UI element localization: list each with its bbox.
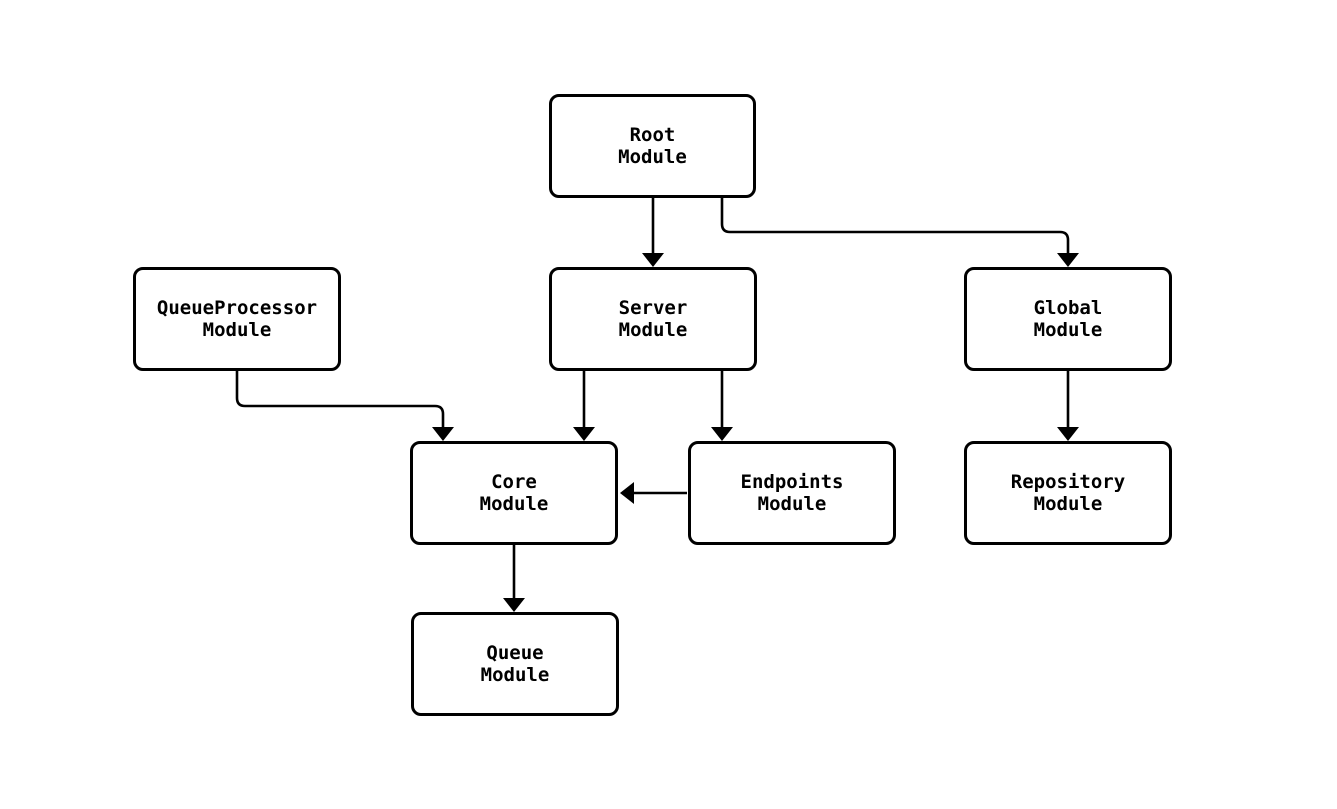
node-label-line2: Module [757,493,827,515]
node-queue-module: Queue Module [411,612,619,716]
node-label-line2: Module [618,319,688,341]
node-label-line2: Module [618,146,687,168]
node-label-line1: Queue [486,642,544,664]
edge-global-to-repository [1057,371,1079,441]
edge-server-to-endpoints [711,371,733,441]
node-server-module: Server Module [549,267,757,371]
node-core-module: Core Module [410,441,618,545]
node-label-line2: Module [1033,319,1103,341]
node-label-line2: Module [202,319,272,341]
node-label-line1: Endpoints [740,471,844,493]
node-label-line2: Module [1033,493,1103,515]
node-repository-module: Repository Module [964,441,1172,545]
node-label-line1: Root [629,124,676,146]
edge-endpoints-to-core [620,482,687,504]
node-label-line1: QueueProcessor [156,297,318,319]
node-endpoints-module: Endpoints Module [688,441,896,545]
edge-root-to-server [642,198,664,267]
node-root-module: Root Module [549,94,756,198]
node-label-line1: Server [618,297,688,319]
node-label-line2: Module [479,493,549,515]
node-label-line1: Global [1033,297,1103,319]
edge-root-to-global [720,198,1079,267]
node-label-line2: Module [480,664,550,686]
node-global-module: Global Module [964,267,1172,371]
node-queueprocessor-module: QueueProcessor Module [133,267,341,371]
node-label-line1: Repository [1010,471,1126,493]
edge-core-to-queue [503,545,525,612]
node-label-line1: Core [491,471,537,493]
edge-queueprocessor-to-core [235,371,454,441]
edge-server-to-core [573,371,595,441]
